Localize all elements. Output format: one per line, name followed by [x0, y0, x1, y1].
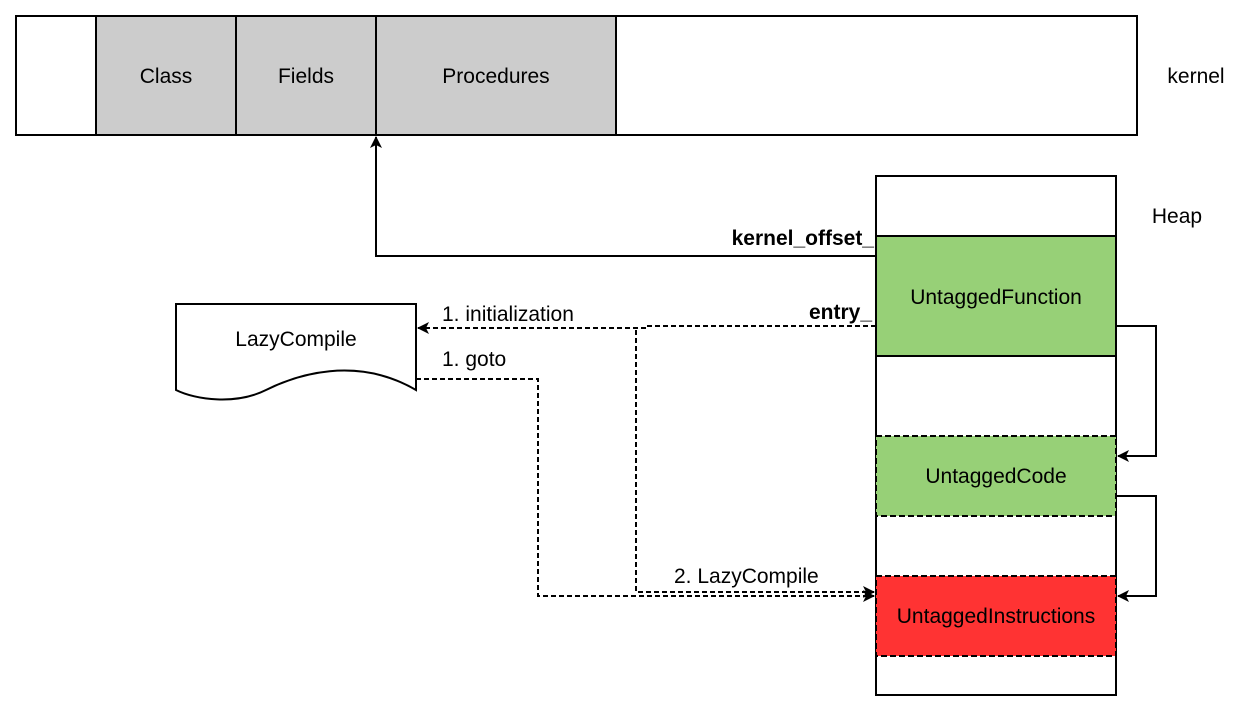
initialization-label: 1. initialization: [442, 303, 574, 326]
goto-edge: [416, 378, 875, 602]
entry-branch-edge: [635, 330, 875, 598]
entry-label: entry_: [809, 301, 872, 324]
kernel-label: kernel: [1167, 65, 1224, 88]
kernel-segment-class-label: Class: [140, 65, 193, 88]
untagged-code-label: UntaggedCode: [925, 465, 1066, 488]
goto-label: 1. goto: [442, 348, 506, 371]
untagged-code-box: [875, 435, 1117, 517]
lazy-compile-label: LazyCompile: [235, 328, 356, 351]
untagged-instructions-label: UntaggedInstructions: [897, 605, 1095, 628]
code-to-instructions-edge: [1116, 495, 1157, 602]
heap-label: Heap: [1152, 205, 1202, 228]
kernel-segment-procedures-label: Procedures: [442, 65, 549, 88]
kernel-strip: Class Fields Procedures: [15, 15, 1138, 136]
kernel-offset-edge: [370, 136, 876, 257]
function-to-code-edge: [1116, 325, 1157, 462]
kernel-segment-fields-label: Fields: [278, 65, 334, 88]
untagged-instructions-box: [875, 575, 1117, 657]
untagged-function-label: UntaggedFunction: [910, 286, 1082, 309]
lazy-compile-call-label: 2. LazyCompile: [674, 565, 819, 588]
untagged-function-box: [875, 235, 1117, 357]
kernel-offset-label: kernel_offset_: [732, 227, 875, 250]
kernel-segment-fields: [235, 15, 377, 136]
entry-edge: [417, 322, 876, 334]
kernel-segment-class: [95, 15, 237, 136]
kernel-segment-procedures: [375, 15, 617, 136]
lazy-compile-document: [175, 303, 417, 401]
